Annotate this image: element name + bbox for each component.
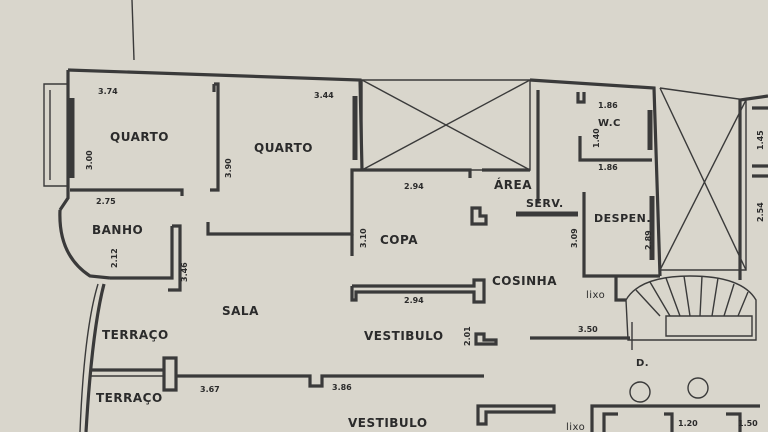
fixture-area xyxy=(470,206,488,226)
dim-344: 3.44 xyxy=(314,91,334,100)
wall-elevator xyxy=(590,404,760,432)
margin-line xyxy=(131,0,135,61)
label-lixo-1: lixo xyxy=(586,290,605,301)
fixture-vestibulo xyxy=(474,332,498,346)
stair-steps xyxy=(635,275,749,317)
dim-145: 1.45 xyxy=(756,130,765,150)
dim-367: 3.67 xyxy=(200,385,220,394)
wall-quarto2-bottom xyxy=(206,168,362,236)
dim-346: 3.46 xyxy=(180,262,189,282)
terrace-curve-inner xyxy=(79,283,99,432)
wall-terrace xyxy=(90,356,484,392)
label-lixo-2: lixo xyxy=(566,422,585,432)
dim-294-mid: 2.94 xyxy=(404,296,424,305)
dim-374: 3.74 xyxy=(98,87,118,96)
dim-289: 2.89 xyxy=(644,230,653,250)
dim-140: 1.40 xyxy=(592,128,601,148)
wall-quarto1-right xyxy=(210,82,220,192)
label-vestibulo-2: VESTIBULO xyxy=(348,416,428,430)
wall-bath-right xyxy=(168,224,182,292)
dim-300: 3.00 xyxy=(85,150,94,170)
column-2 xyxy=(687,377,709,399)
bath-curve xyxy=(58,209,111,280)
shaft-left-diag2 xyxy=(361,79,531,171)
column-1 xyxy=(629,381,651,403)
wall-right-block-inner xyxy=(752,106,768,178)
wall-cosinha-counter xyxy=(350,278,486,304)
label-quarto-1: QUARTO xyxy=(110,130,169,144)
balcony-outline xyxy=(43,83,68,187)
dim-294-top: 2.94 xyxy=(404,182,424,191)
fixture-bottom xyxy=(476,404,556,426)
wall-right-block xyxy=(738,94,768,280)
dim-254: 2.54 xyxy=(756,202,765,222)
dim-350: 3.50 xyxy=(578,325,598,334)
label-wc: W.C xyxy=(598,118,621,129)
wall-service-top xyxy=(529,78,662,277)
label-serv: SERV. xyxy=(526,197,564,210)
wall-quarto1-bottom xyxy=(70,188,184,196)
label-sala: SALA xyxy=(222,304,259,318)
label-despen: DESPEN. xyxy=(594,212,651,225)
terrace-curve xyxy=(84,283,106,432)
room-labels: QUARTO QUARTO BANHO SALA TERRAÇO TERRAÇO… xyxy=(92,118,651,432)
wall-wc xyxy=(576,92,652,162)
dim-186-mid: 1.86 xyxy=(598,163,618,172)
shaft-right-diag1 xyxy=(659,87,747,271)
walls xyxy=(43,0,768,432)
label-d: D. xyxy=(636,358,649,369)
label-copa: COPA xyxy=(380,233,418,247)
dim-310: 3.10 xyxy=(359,228,368,248)
stair-outer xyxy=(625,275,757,341)
dim-186-top: 1.86 xyxy=(598,101,618,110)
dim-390: 3.90 xyxy=(224,158,233,178)
wall-despen xyxy=(582,192,660,278)
stair-inner xyxy=(665,315,753,337)
wall-left xyxy=(58,70,70,211)
dim-212: 2.12 xyxy=(110,248,119,268)
wall-bath-bottom xyxy=(110,226,174,280)
label-banho: BANHO xyxy=(92,223,143,237)
dim-309: 3.09 xyxy=(570,228,579,248)
label-quarto-2: QUARTO xyxy=(254,141,313,155)
dim-275: 2.75 xyxy=(96,197,116,206)
dim-201: 2.01 xyxy=(463,326,472,346)
dimension-labels: 3.74 3.44 3.00 3.90 2.75 2.12 3.46 3.10 … xyxy=(85,87,765,428)
label-cosinha: COSINHA xyxy=(492,274,557,288)
shaft-right-outline xyxy=(659,87,747,271)
dim-386: 3.86 xyxy=(332,383,352,392)
wall-vestibulo-right xyxy=(530,276,630,340)
label-terraco-2: TERRAÇO xyxy=(96,391,163,405)
wall-copa-top xyxy=(362,168,530,178)
label-vestibulo-1: VESTIBULO xyxy=(364,329,444,343)
dim-120: 1.20 xyxy=(678,419,698,428)
shaft-right-diag2 xyxy=(659,99,747,271)
label-area: ÁREA xyxy=(494,177,532,192)
dim-150: 1.50 xyxy=(738,419,758,428)
label-terraco-1: TERRAÇO xyxy=(102,328,169,342)
